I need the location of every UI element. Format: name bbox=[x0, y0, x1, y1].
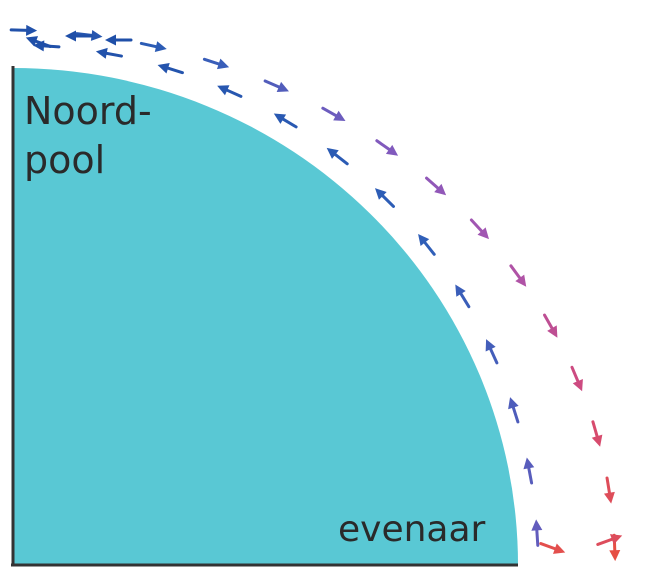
arrow-inner-1 bbox=[531, 519, 543, 547]
arrow-top-3 bbox=[105, 34, 133, 46]
earth-quadrant bbox=[13, 68, 518, 565]
arrow-inner-5 bbox=[455, 284, 471, 309]
arrow-inner-12 bbox=[95, 47, 123, 59]
arrow-inner-6 bbox=[418, 233, 436, 256]
arrow-outer-11 bbox=[543, 313, 558, 338]
arrow-outer-13 bbox=[591, 420, 603, 447]
arrow-top-1 bbox=[25, 36, 52, 48]
north-pole-label: Noord- pool bbox=[24, 92, 152, 190]
arrow-outer-8 bbox=[425, 176, 447, 196]
arrow-inner-7 bbox=[374, 188, 395, 208]
arrow-outer-12 bbox=[570, 365, 583, 392]
arrow-outer-9 bbox=[469, 218, 489, 240]
arrow-bottom-1 bbox=[539, 542, 566, 554]
arrow-top-2 bbox=[65, 30, 93, 42]
arrow-bottom-2 bbox=[596, 534, 623, 546]
arrow-inner-11 bbox=[157, 62, 184, 75]
arrow-outer-1 bbox=[9, 24, 38, 36]
north-pole-label-line1: Noord- bbox=[24, 89, 152, 133]
north-pole-label-line2: pool bbox=[24, 138, 106, 182]
arrow-outer-14 bbox=[603, 476, 615, 504]
arrow-outer-5 bbox=[263, 79, 289, 92]
arrow-inner-9 bbox=[273, 113, 298, 129]
arrow-outer-4 bbox=[202, 57, 230, 70]
arrow-layer bbox=[9, 24, 623, 562]
arrow-inner-2 bbox=[523, 457, 535, 485]
arrow-outer-6 bbox=[321, 106, 346, 121]
equator-label: evenaar bbox=[338, 509, 486, 550]
arrow-outer-7 bbox=[375, 139, 399, 156]
arrow-outer-10 bbox=[509, 264, 527, 287]
arrow-outer-3 bbox=[139, 41, 167, 53]
arrow-inner-8 bbox=[326, 147, 349, 166]
arrow-inner-10 bbox=[217, 85, 243, 98]
arrow-inner-4 bbox=[485, 339, 499, 365]
arrow-inner-3 bbox=[508, 397, 520, 424]
